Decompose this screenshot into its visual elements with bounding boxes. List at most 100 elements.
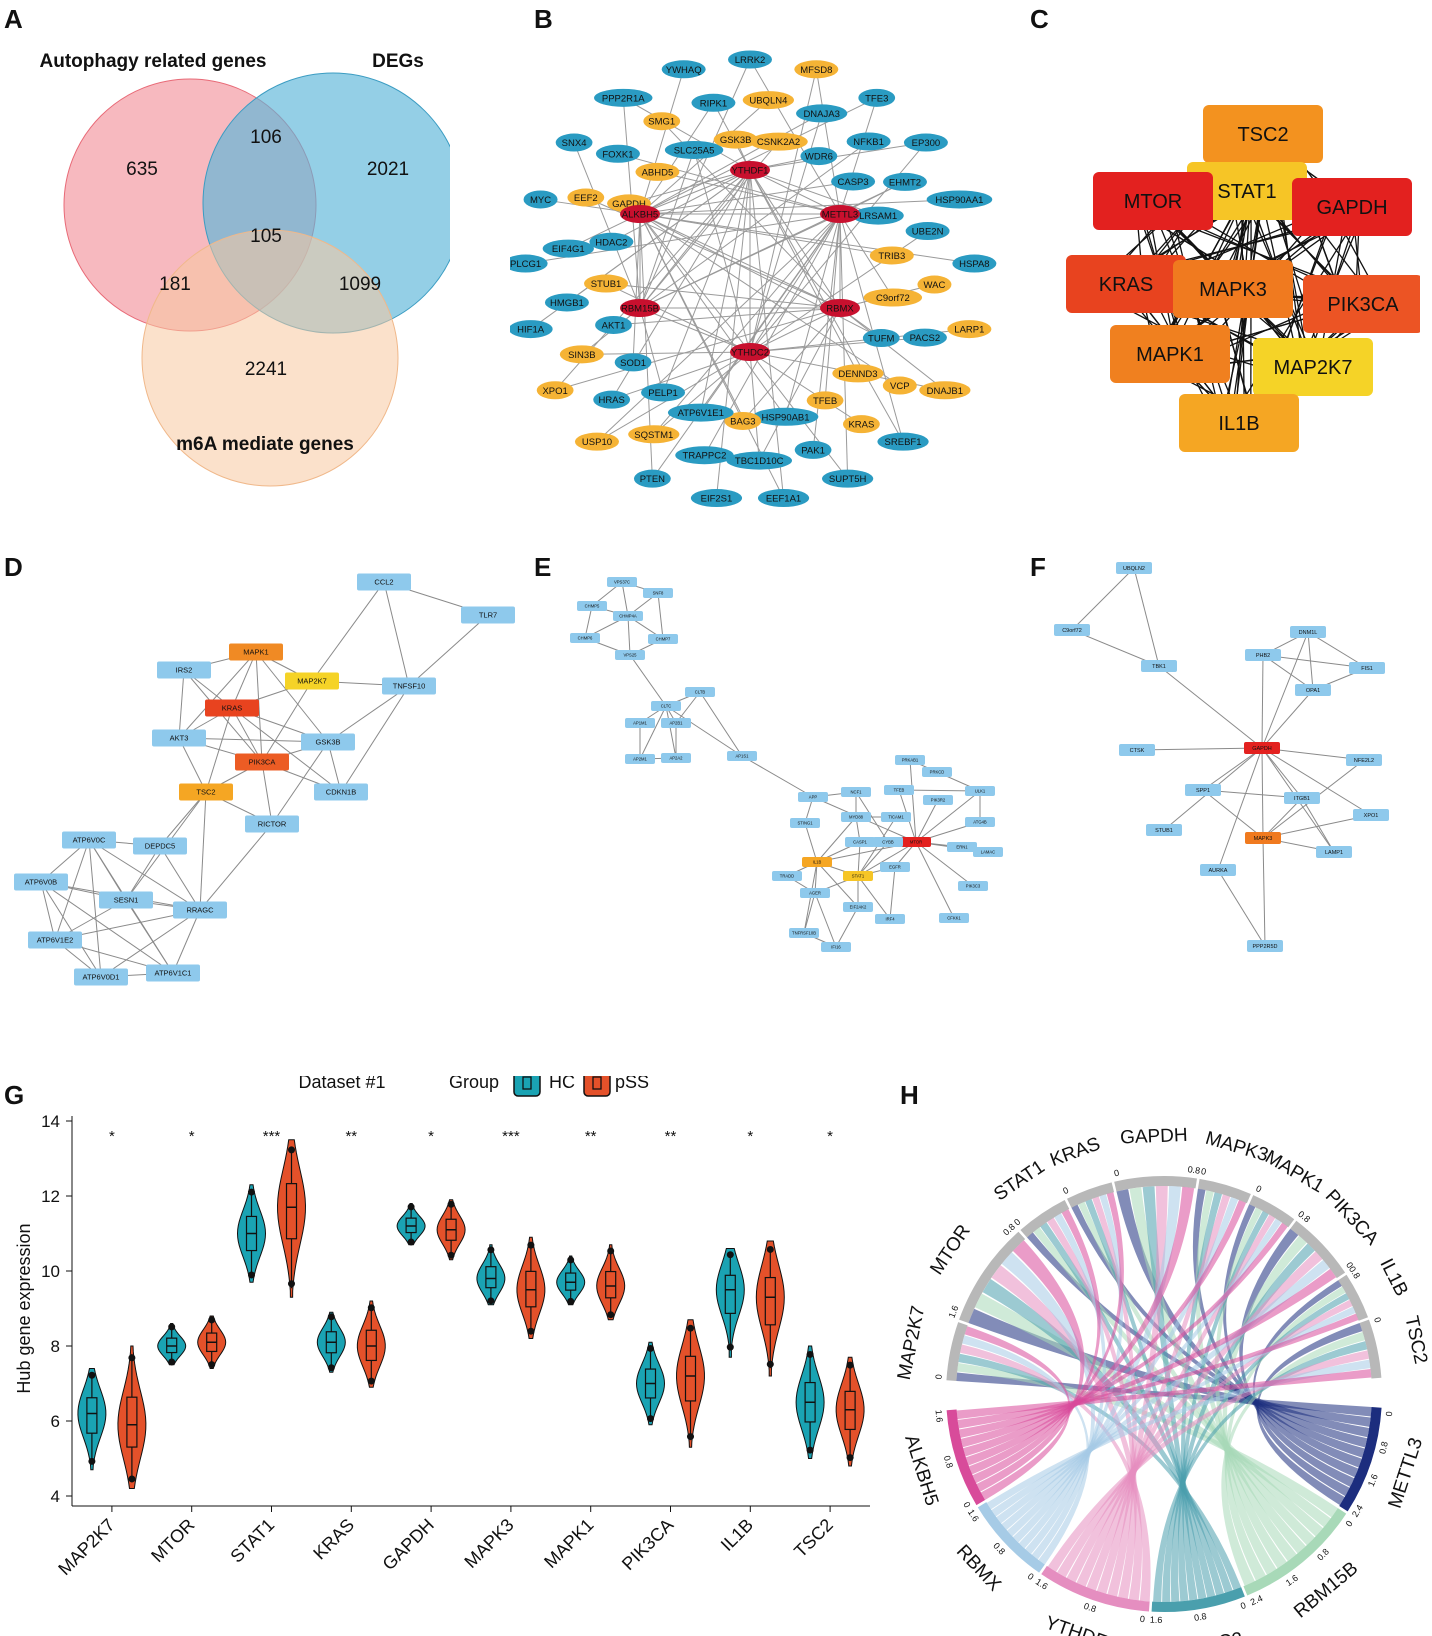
subnet-e-node-ap1s1 xyxy=(727,751,757,761)
x-tick-label-map2k7: MAP2K7 xyxy=(54,1515,118,1579)
venn-region-ab: 106 xyxy=(250,127,282,148)
chord-arc-gapdh xyxy=(1114,1176,1197,1192)
chord-label-mettl3: METTL3 xyxy=(1385,1435,1428,1511)
edge xyxy=(639,102,714,215)
venn-region-abc: 105 xyxy=(250,226,282,247)
edge xyxy=(639,213,751,353)
node-label-slc25a5: SLC25A5 xyxy=(674,145,715,156)
node-label-gsk3b: GSK3B xyxy=(720,135,752,146)
edge xyxy=(261,680,313,763)
subnet-d-label-cdkn1b: CDKN1B xyxy=(326,788,356,797)
hub-node-label-mtor: MTOR xyxy=(1124,191,1183,213)
venn-region-c: 2241 xyxy=(245,359,287,380)
chord-tick-label: 0 xyxy=(1061,1185,1070,1196)
subnet-e-label-ap1s1: AP1S1 xyxy=(735,754,749,759)
subnet-d-node-cdkn1b xyxy=(314,783,368,801)
subnet-d-node-atp6v1c1 xyxy=(146,964,200,982)
hub-node-kras xyxy=(1066,255,1186,313)
chord-ribbons xyxy=(956,1186,1372,1602)
edge xyxy=(611,351,751,401)
chord-tick-label: 0.8 xyxy=(1187,1164,1201,1176)
venn-set-m6a xyxy=(141,229,399,487)
node-label-vcp: VCP xyxy=(890,381,910,392)
edge xyxy=(1261,747,1303,799)
y-tick-label: 4 xyxy=(51,1487,60,1506)
node-label-lrsam1: LRSAM1 xyxy=(859,211,897,222)
subnet-d-label-depdc5: DEPDC5 xyxy=(145,842,175,851)
edge xyxy=(627,615,631,656)
outlier-point xyxy=(327,1364,335,1372)
subnet-d-label-mapk1: MAPK1 xyxy=(243,648,268,657)
hub-node-label-mapk1: MAPK1 xyxy=(1136,344,1204,366)
chord-tick-label: 0.8 xyxy=(1296,1209,1312,1225)
chord-tick-label: 0 xyxy=(1239,1600,1247,1611)
node-gsk3b xyxy=(713,130,758,149)
edge xyxy=(1202,747,1263,791)
chord-tick-label: 0 xyxy=(1026,1571,1036,1582)
chord-label-ythdc2: YTHDC2 xyxy=(1166,1629,1244,1636)
venn-label-autophagy: Autophagy related genes xyxy=(40,51,267,72)
chord-arc-mapk1 xyxy=(1249,1195,1295,1228)
edge xyxy=(255,651,329,743)
node-dnaja3 xyxy=(796,104,848,123)
subnet-e-label-ifi16: IFI16 xyxy=(831,945,841,950)
hub-node-label-stat1: STAT1 xyxy=(1217,181,1276,203)
chord-tick-label: 0 xyxy=(933,1374,943,1380)
node-ppp2r1a xyxy=(594,88,653,107)
subnet-d-node-atp6v1e2 xyxy=(28,931,82,949)
edge xyxy=(629,654,667,707)
subnet-f-node-c9orf72 xyxy=(1054,624,1090,636)
subnet-e-label-tnfrsf10b: TNFRSF10B xyxy=(792,931,816,936)
node-label-smg1: SMG1 xyxy=(648,117,675,128)
significance-mapk3: *** xyxy=(502,1128,520,1145)
x-tick-label-mapk1: MAPK1 xyxy=(540,1515,597,1572)
node-label-dnajb1: DNAJB1 xyxy=(927,386,963,397)
legend-key-pss xyxy=(583,1076,611,1097)
subnet-d-label-map2k7: MAP2K7 xyxy=(297,677,327,686)
edge xyxy=(605,283,841,309)
edge xyxy=(814,861,818,894)
node-label-ehmt2: EHMT2 xyxy=(889,177,921,188)
node-ywhaq xyxy=(661,60,706,79)
edge xyxy=(857,875,891,920)
node-sod1 xyxy=(614,353,652,372)
node-eef1a1 xyxy=(757,489,810,508)
chord-label-rbm15b: RBM15B xyxy=(1290,1558,1362,1623)
hub-node-label-tsc2: TSC2 xyxy=(1237,124,1288,146)
regulator-mettl3 xyxy=(820,205,860,223)
chord-tick-label: 0.8 xyxy=(1315,1547,1331,1563)
edge xyxy=(749,169,785,499)
panel-label-b: B xyxy=(534,4,553,34)
edge xyxy=(915,790,981,843)
subnet-d-node-ccl2 xyxy=(357,573,411,591)
outlier-point xyxy=(128,1475,136,1483)
outlier-point xyxy=(687,1433,694,1441)
chord-tick-label: 0 xyxy=(1384,1411,1394,1417)
venn-region-b: 2021 xyxy=(367,159,409,180)
outlier-point xyxy=(128,1354,136,1362)
subnet-d-node-atp6v0c xyxy=(62,831,116,849)
node-dennd3 xyxy=(832,364,884,383)
node-label-sod1: SOD1 xyxy=(620,358,646,369)
subnet-e-label-cltb: CLTB xyxy=(695,690,706,695)
node-trappc2 xyxy=(675,446,734,465)
node-hif1a xyxy=(510,320,553,339)
subnet-e-node-ap2a2 xyxy=(661,753,691,763)
subnet-d-label-rragc: RRAGC xyxy=(186,906,214,915)
hub-node-il1b xyxy=(1179,394,1299,452)
node-label-gapdh: GAPDH xyxy=(612,199,646,210)
subnet-d-node-kras xyxy=(205,699,259,717)
chord-arc-rbm15b xyxy=(1243,1508,1347,1596)
node-eef2 xyxy=(567,188,605,207)
subnet-e-label-sting1: STING1 xyxy=(797,821,813,826)
edge xyxy=(749,169,859,374)
significance-gapdh: * xyxy=(428,1128,434,1145)
edge xyxy=(839,97,878,215)
chord-ribbon-mettl3-pik3ca xyxy=(1239,1228,1355,1487)
subnet-f-node-nfe2l2 xyxy=(1346,754,1382,766)
dataset-title: Dataset #1 xyxy=(298,1076,385,1092)
regulator-ythdf1 xyxy=(730,161,770,179)
edge xyxy=(839,213,849,479)
node-label-tbc1d10c: TBC1D10C xyxy=(735,456,784,467)
subnet-e-node-pik3r2 xyxy=(923,795,953,805)
